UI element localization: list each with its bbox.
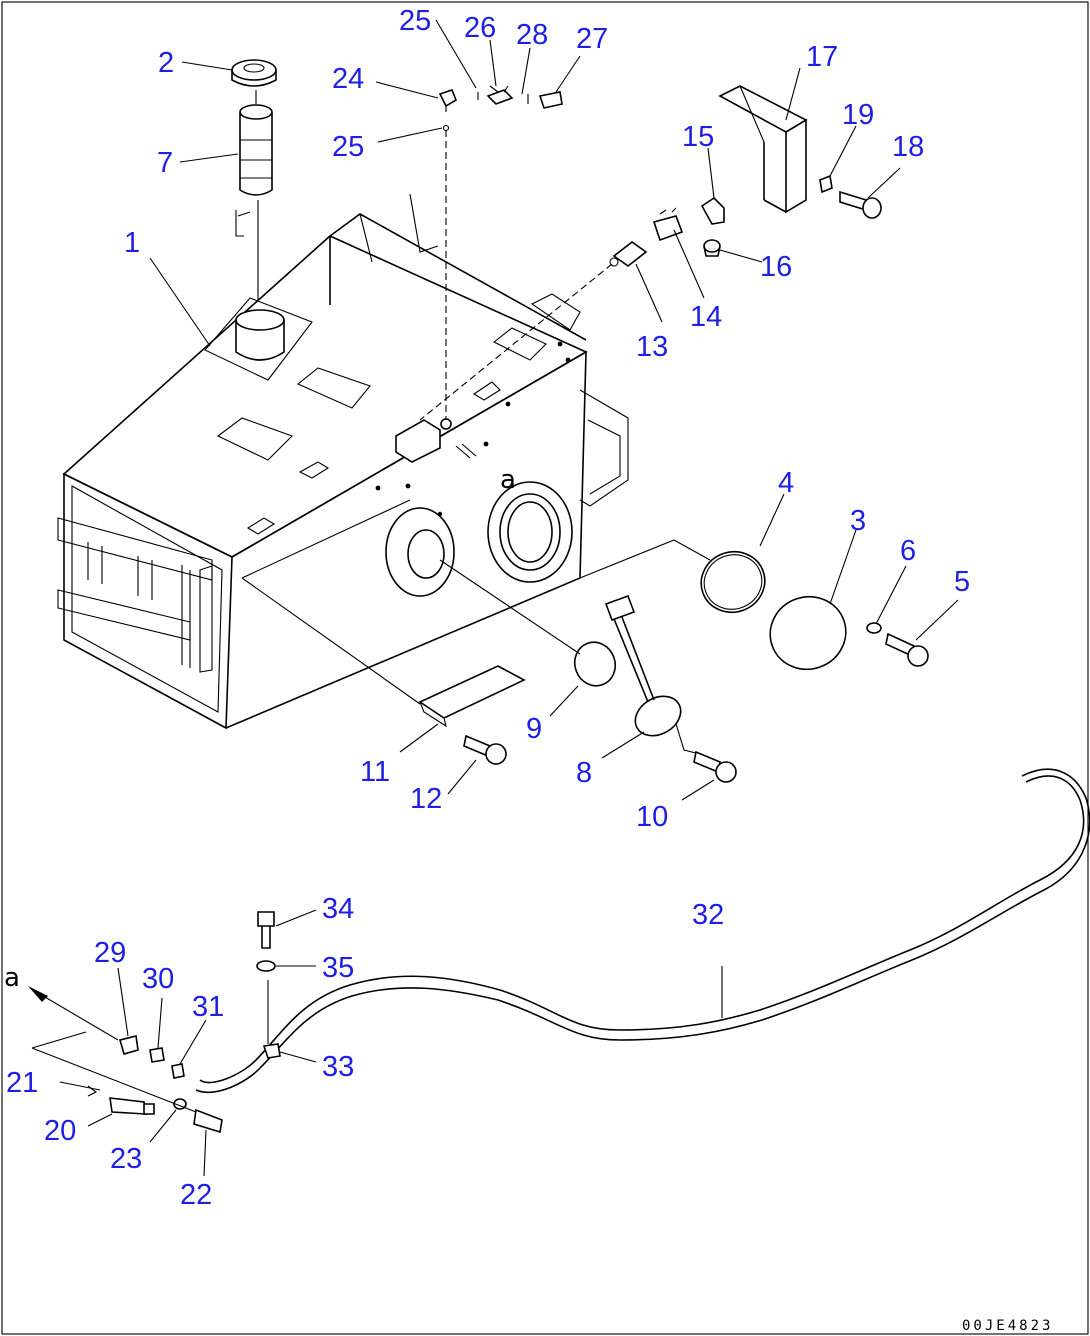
label-28: 28 — [516, 19, 548, 51]
label-20: 20 — [44, 1115, 76, 1147]
gasket-9 — [573, 641, 617, 687]
label-33: 33 — [322, 1051, 354, 1083]
cover-3 — [769, 595, 847, 671]
lower-assembly-lines — [28, 986, 197, 1113]
label-35: 35 — [322, 952, 354, 984]
label-32: 32 — [692, 899, 724, 931]
label-14: 14 — [690, 301, 722, 333]
label-23: 23 — [110, 1143, 142, 1175]
elbow-15 — [700, 196, 725, 225]
label-30: 30 — [142, 963, 174, 995]
label-17: 17 — [806, 41, 838, 73]
label-29: 29 — [94, 937, 126, 969]
label-24: 24 — [332, 63, 364, 95]
assembly-lines — [241, 90, 711, 705]
bolt-34 — [257, 911, 275, 949]
label-25-mid: 25 — [332, 131, 364, 163]
washer-6 — [866, 622, 882, 634]
bolt-5 — [885, 632, 929, 667]
breather-fittings — [438, 85, 563, 420]
label-15: 15 — [682, 121, 714, 153]
washer-19 — [819, 174, 833, 194]
label-6: 6 — [900, 535, 916, 567]
label-13: 13 — [636, 331, 668, 363]
bolt-12 — [463, 734, 507, 765]
label-3: 3 — [850, 505, 866, 537]
label-16: 16 — [760, 251, 792, 283]
label-22: 22 — [180, 1179, 212, 1211]
label-19: 19 — [842, 99, 874, 131]
plate-11 — [418, 665, 526, 728]
label-2: 2 — [158, 47, 174, 79]
label-12: 12 — [410, 783, 442, 815]
label-26: 26 — [464, 12, 496, 44]
label-27: 27 — [576, 23, 608, 55]
label-21: 21 — [6, 1067, 38, 1099]
label-4: 4 — [778, 467, 794, 499]
connector-mark-tank: a — [500, 465, 516, 495]
bolt-18 — [839, 190, 882, 219]
plug-16 — [703, 239, 721, 257]
label-31: 31 — [192, 991, 224, 1023]
label-7: 7 — [157, 147, 173, 179]
leader-lines — [59, 19, 959, 1177]
label-18: 18 — [892, 131, 924, 163]
label-11: 11 — [360, 756, 390, 788]
connector-mark-hose: a — [4, 963, 20, 993]
adapters-20-23 — [87, 1085, 223, 1134]
guard-bracket — [718, 85, 808, 214]
drawing-code: 00JE4823 — [962, 1318, 1053, 1334]
gauge-unit-8 — [604, 594, 701, 755]
part-labels: 1 2 7 24 25 25 26 28 27 17 19 18 15 16 1… — [6, 5, 970, 1211]
bolt-10 — [693, 750, 737, 783]
label-8: 8 — [576, 757, 592, 789]
sensor-13 — [419, 241, 648, 421]
label-1: 1 — [124, 227, 140, 259]
hose-32 — [195, 768, 1090, 1094]
label-34: 34 — [322, 893, 354, 925]
label-10: 10 — [636, 801, 668, 833]
filler-cap — [231, 59, 277, 87]
label-5: 5 — [954, 566, 970, 598]
label-9: 9 — [526, 713, 542, 745]
clip-33 — [262, 980, 281, 1059]
fittings-29-31 — [119, 1035, 185, 1079]
connector-14 — [652, 207, 684, 242]
filler-strainer — [235, 104, 273, 300]
fuel-tank — [57, 193, 629, 730]
label-25-top: 25 — [399, 5, 431, 37]
washer-35 — [256, 960, 276, 972]
gasket-4 — [700, 550, 766, 614]
